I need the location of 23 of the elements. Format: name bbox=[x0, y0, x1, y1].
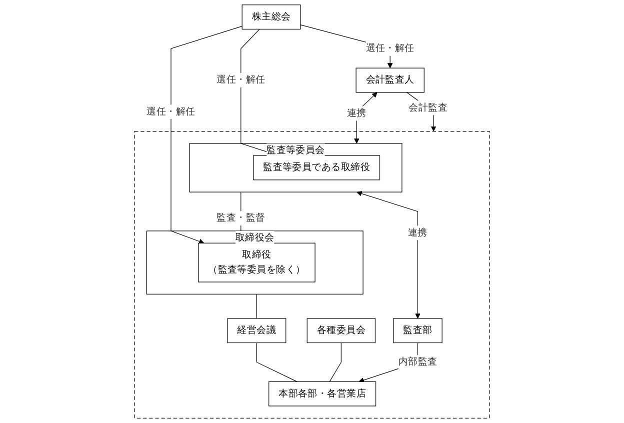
edge-label: 連携 bbox=[408, 227, 428, 238]
connector bbox=[256, 342, 298, 382]
node-box: 監査等委員である取締役 bbox=[253, 155, 380, 180]
edge-label: 選任・解任 bbox=[146, 106, 196, 117]
edge-label: 会計監査 bbox=[408, 102, 448, 113]
arrow bbox=[170, 26, 242, 244]
arrow bbox=[356, 191, 420, 319]
node-box: 本部各部・各営業店 bbox=[268, 381, 376, 406]
edge-label: 内部監査 bbox=[398, 356, 438, 368]
edge-label: 連携 bbox=[346, 108, 366, 118]
node-box: 株主総会 bbox=[242, 4, 301, 30]
node-box: 会計監査人 bbox=[356, 68, 424, 93]
node-box: 経営会議 bbox=[227, 318, 286, 344]
node-box: 監査部 bbox=[393, 318, 442, 344]
edge-label: 選任・解任 bbox=[366, 43, 414, 54]
connector bbox=[256, 294, 257, 319]
node-box: 各種委員会 bbox=[306, 318, 376, 344]
cluster bbox=[134, 130, 490, 418]
connector bbox=[329, 342, 342, 382]
arrow bbox=[354, 92, 378, 144]
edge-label: 選任・解任 bbox=[216, 74, 266, 86]
edge-label: 監査・監督 bbox=[216, 212, 266, 224]
node-box: 取締役 （監査等委員を除く） bbox=[198, 242, 316, 282]
